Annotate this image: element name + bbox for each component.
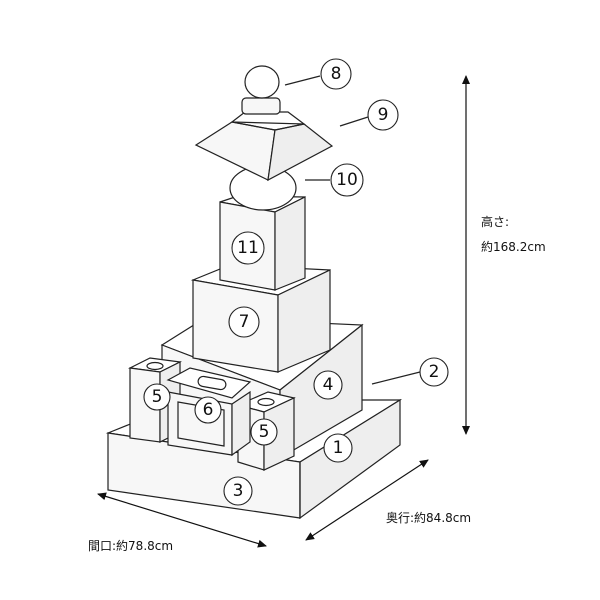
callout-4: 4 <box>313 370 343 400</box>
leader-lines <box>284 75 421 385</box>
callout-8: 8 <box>320 58 352 90</box>
callout-9: 9 <box>367 99 399 131</box>
svg-text:3: 3 <box>233 481 244 501</box>
width-dimension-arrow <box>97 492 267 548</box>
svg-text:8: 8 <box>331 64 342 84</box>
svg-text:5: 5 <box>259 422 270 442</box>
svg-text:2: 2 <box>429 362 440 382</box>
callout-11: 11 <box>231 231 265 265</box>
callout-2: 2 <box>419 357 449 387</box>
callout-10: 10 <box>330 163 364 197</box>
height-label: 高さ: <box>481 214 509 229</box>
callout-3: 3 <box>223 476 253 506</box>
callout-5a: 5 <box>143 383 171 411</box>
callout-1: 1 <box>323 433 353 463</box>
roof-9 <box>194 111 334 182</box>
svg-text:9: 9 <box>378 105 389 125</box>
svg-text:1: 1 <box>333 438 344 458</box>
svg-text:6: 6 <box>203 400 214 420</box>
svg-text:7: 7 <box>239 312 250 332</box>
callout-6: 6 <box>194 396 222 424</box>
callout-5b: 5 <box>250 418 278 446</box>
svg-text:10: 10 <box>336 170 358 190</box>
svg-text:11: 11 <box>237 238 259 258</box>
depth-label: 奥行:約84.8cm <box>386 510 471 525</box>
finial-8 <box>241 65 281 115</box>
svg-text:5: 5 <box>152 387 163 407</box>
svg-text:4: 4 <box>323 375 334 395</box>
width-label: 間口:約78.8cm <box>88 538 173 553</box>
callout-7: 7 <box>228 306 260 338</box>
height-value: 約168.2cm <box>481 239 546 254</box>
depth-dimension-arrow <box>305 459 429 541</box>
